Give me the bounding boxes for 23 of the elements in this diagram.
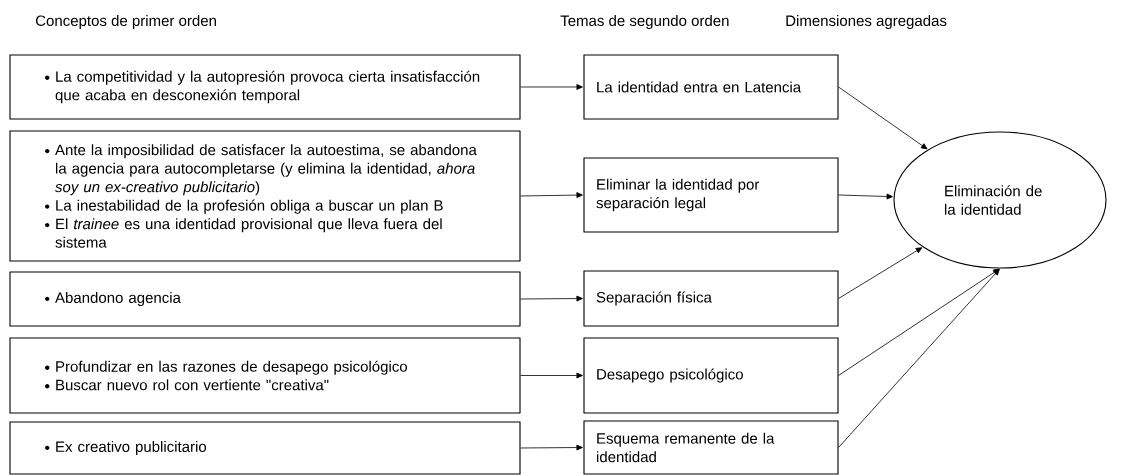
arrow: [838, 86, 928, 150]
arrow: [838, 268, 1000, 376]
theme-box: Eliminar la identidad por separación legal: [583, 157, 839, 233]
arrow: [520, 84, 583, 90]
column-heading: Dimensiones agregadas: [786, 15, 947, 29]
concept-box: Abandono agencia: [9, 271, 521, 327]
column-heading: Conceptos de primer orden: [36, 15, 216, 29]
arrow: [838, 193, 893, 200]
theme-box: La identidad entra en Latencia: [583, 54, 839, 120]
arrow: [838, 268, 1000, 448]
arrow: [520, 295, 583, 302]
concept-box: La competitividad y la autopresión provoca cierta insatisfacción que acaba en desconexión temporal: [9, 54, 521, 120]
column-heading: Temas de segundo orden: [560, 15, 729, 29]
concept-box: Profundizar en las razones de desapego psicológico Buscar nuevo rol con vertiente "creativa": [9, 337, 521, 414]
theme-box: Esquema remanente de la identidad: [583, 420, 839, 475]
theme-box: Desapego psicológico: [583, 337, 839, 414]
theme-box: Separación física: [583, 270, 839, 327]
concept-box: Ex creativo publicitario: [9, 421, 521, 475]
arrow: [520, 192, 583, 198]
arrow: [520, 444, 583, 451]
concept-box: Ante la imposibilidad de satisfacer la autoestima, se abandona la agencia para autocompletarse (y elimina la identidad, ahora soy un ex-creativo publicitario) La inestabilidad de la profesión obliga a buscar un plan B El trainee es una identidad provisional que lleva fuera del sistema: [9, 130, 521, 262]
arrow: [520, 372, 583, 379]
arrow: [838, 247, 923, 299]
